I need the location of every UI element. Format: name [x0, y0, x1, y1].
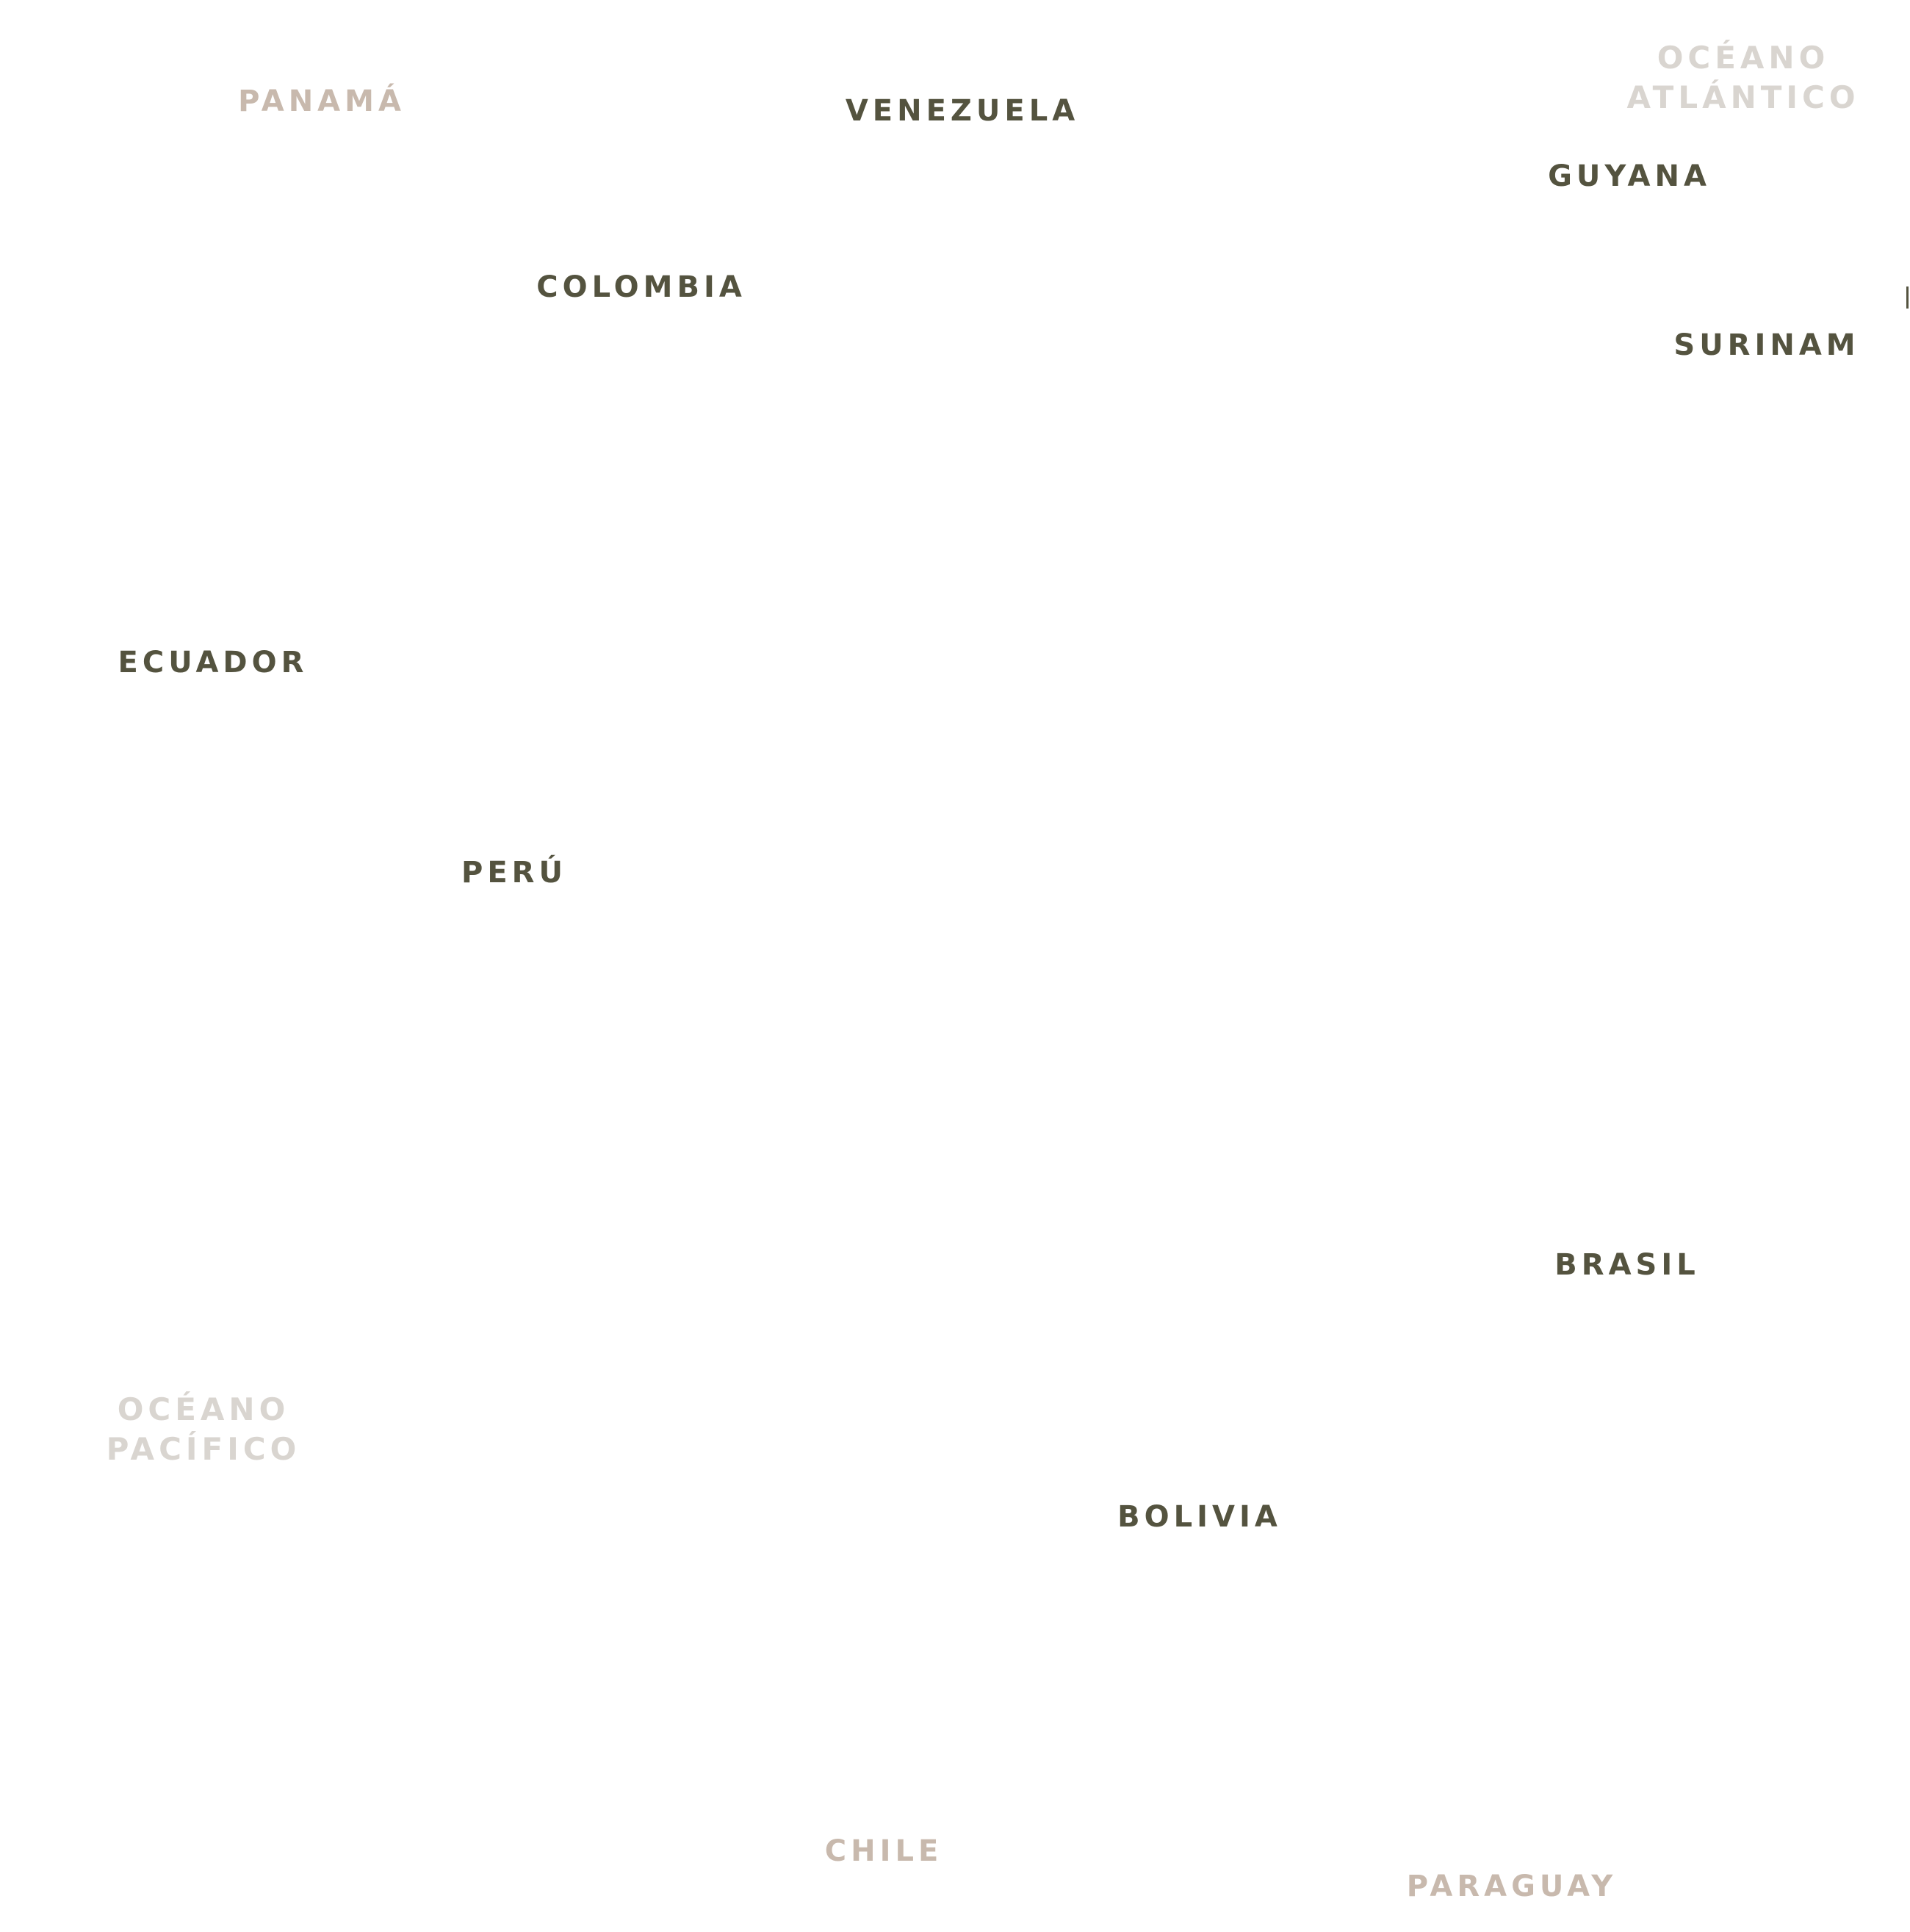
ocean-label-atlantico-line-2: ATLÁNTICO — [1626, 79, 1860, 115]
ocean-label-pacifico: OCÉANO PACÍFICO — [107, 1390, 301, 1469]
country-label-ecuador: ECUADOR — [118, 646, 309, 680]
edge-marker — [1906, 286, 1909, 309]
country-label-peru: PERÚ — [461, 856, 567, 890]
country-label-surinam: SURINAM — [1673, 328, 1860, 362]
country-label-paraguay: PARAGUAY — [1406, 1870, 1618, 1903]
ocean-label-atlantico: OCÉANO ATLÁNTICO — [1626, 38, 1859, 118]
country-label-venezuela: VENEZUELA — [845, 94, 1080, 128]
country-label-colombia: COLOMBIA — [536, 270, 746, 304]
country-label-guyana: GUYANA — [1548, 159, 1711, 193]
ocean-label-pacifico-line-2: PACÍFICO — [106, 1431, 301, 1467]
country-label-chile: CHILE — [824, 1834, 943, 1868]
country-label-bolivia: BOLIVIA — [1117, 1500, 1282, 1534]
ocean-label-pacifico-line-1: OCÉANO — [117, 1391, 290, 1427]
country-label-brasil: BRASIL — [1554, 1248, 1700, 1282]
country-label-panama: PANAMÁ — [238, 84, 406, 118]
ocean-label-atlantico-line-1: OCÉANO — [1657, 40, 1830, 76]
